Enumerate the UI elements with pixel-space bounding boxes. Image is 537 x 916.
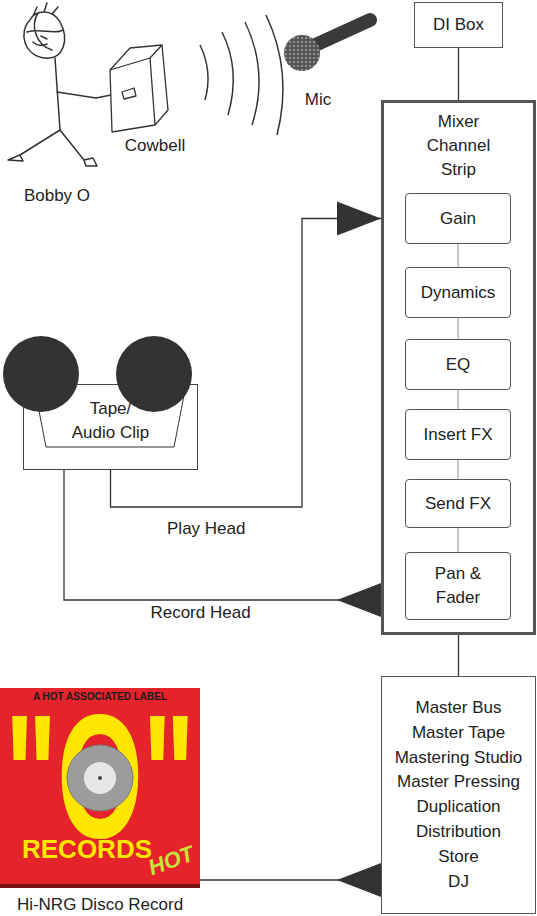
node-text: DI Box [433, 13, 484, 37]
node-text: EQ [446, 353, 471, 377]
process-box: Insert FX [405, 409, 511, 460]
node-text: Pan & Fader [423, 562, 493, 610]
arrow-head [337, 583, 381, 617]
connector-line [457, 460, 459, 479]
mic-handle [313, 20, 370, 46]
node-text: Mixer Channel Strip [419, 110, 499, 182]
node-text: Insert FX [424, 423, 493, 447]
connector [64, 470, 381, 617]
node-text: DJ [382, 870, 535, 895]
node-text: Master Tape [382, 721, 535, 746]
connector-line [457, 528, 459, 552]
edge-label: Play Head [167, 518, 245, 540]
connector-line [457, 390, 459, 409]
node-text: Send FX [425, 492, 491, 516]
record-sleeve [0, 688, 200, 888]
process-box: Pan & Fader [405, 552, 511, 620]
node-text: Store [382, 845, 535, 870]
node-text: Duplication [382, 795, 535, 820]
connector [458, 390, 459, 409]
node-text: Hi-NRG Disco Record [0, 893, 200, 916]
tape-box: Tape/ Audio Clip [23, 384, 198, 470]
mixer-strip: Mixer Channel StripGainDynamicsEQ Insert … [381, 100, 536, 635]
node-text: Tape/ Audio Clip [69, 397, 153, 445]
cowbell-label: Cowbell [125, 135, 185, 157]
connector [458, 48, 459, 100]
di-box: DI Box [414, 2, 503, 48]
process-box: Dynamics [405, 267, 511, 318]
node-text: Mastering Studio [382, 746, 535, 771]
connector-line [457, 318, 459, 339]
connector [458, 318, 459, 339]
connector [200, 863, 381, 897]
record-node: A HOT ASSOCIATED LABEL"O"RECORDSHOTHi-NR… [0, 688, 200, 916]
node-text: Master Bus [382, 696, 535, 721]
connector [458, 460, 459, 479]
distribution-box: Master BusMaster TapeMastering StudioMas… [381, 676, 536, 914]
connector [458, 635, 459, 676]
node-text: Distribution [382, 820, 535, 845]
process-box: Send FX [405, 479, 511, 528]
node-text: Gain [440, 207, 476, 231]
process-box: Gain [405, 193, 511, 244]
node-text: Master Pressing [382, 770, 535, 795]
mic-label: Mic [305, 89, 331, 111]
process-box: EQ [405, 339, 511, 390]
connector-line [200, 879, 381, 880]
stick-figure [8, 3, 97, 166]
sound-waves [200, 15, 283, 135]
connector-line [458, 635, 459, 676]
edge-label: Record Head [150, 602, 250, 624]
tape-reel [3, 336, 79, 412]
mic-head [284, 35, 320, 71]
node-text: Dynamics [421, 281, 496, 305]
connector [458, 244, 459, 267]
cowbell-drawing [96, 45, 168, 132]
connector-line [458, 48, 459, 100]
connector [111, 202, 382, 508]
figure-label: Bobby O [24, 185, 90, 207]
connector-line [64, 470, 381, 600]
connector-line [111, 219, 382, 508]
arrow-head [337, 202, 381, 236]
sleeve-shadow [0, 884, 200, 888]
record-art [0, 688, 200, 888]
connector-line [457, 244, 459, 267]
connector [458, 528, 459, 552]
arrow-head [337, 863, 381, 897]
tape-trapezoid [34, 385, 186, 447]
node-text: RECORDS [22, 834, 152, 864]
